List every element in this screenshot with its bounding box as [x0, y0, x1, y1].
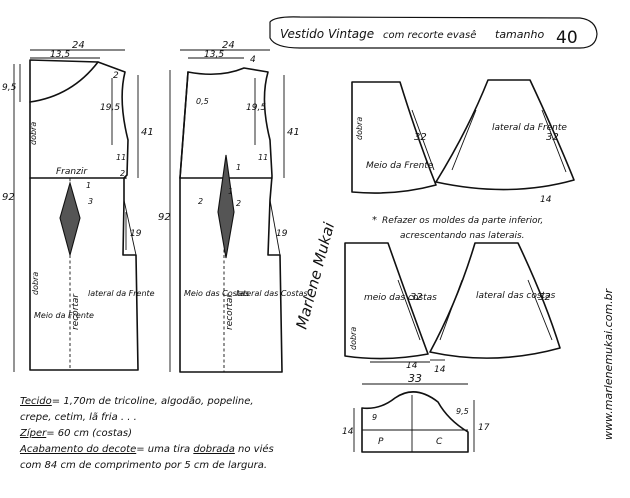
zipper-label: Zíper [19, 427, 47, 439]
skirt-front-meio: Meio da Frente [366, 161, 434, 171]
front-pattern: 24 13,5 2 9,5 19,5 41 11 2 19 92 dobra d… [2, 40, 155, 372]
pocket-label-left: P [378, 437, 384, 447]
finish-bold: dobrada [193, 444, 235, 455]
back-piece-meio: Meio das Costas [184, 289, 249, 298]
title-size-label: tamanho [495, 28, 544, 41]
skirt-back-meio: meio das costas [364, 293, 437, 303]
front-piece-lateral: lateral da Frente [88, 289, 155, 298]
front-dart-length: 19 [130, 229, 142, 239]
back-total-length: 92 [158, 212, 171, 223]
fabric-text: = 1,70m de tricoline, algodão, popeline, [52, 396, 254, 407]
back-pattern: 24 13,5 4 0,5 19,5 41 11 19 92 1 2 1 2 M… [158, 40, 308, 373]
title-size: 40 [556, 28, 578, 48]
skirt-front-hem: 14 [540, 195, 552, 205]
note: * Refazer os moldes da parte inferior, a… [372, 215, 543, 241]
back-shoulder-drop: 4 [250, 55, 256, 65]
skirt-back-lateral: lateral das costas [476, 291, 556, 301]
skirt-back-hem-right: 14 [434, 365, 446, 375]
front-fold-label-bottom: dobra [31, 272, 40, 295]
front-neck-width: 13,5 [50, 50, 70, 60]
back-piece-recortar: recortar [225, 293, 235, 330]
front-fold-label-top: dobra [29, 122, 38, 145]
title-main: Vestido Vintage [280, 27, 374, 41]
back-waist-length: 41 [287, 127, 300, 138]
back-piece-lateral: lateral das Costas [236, 289, 308, 298]
materials: Tecido= 1,70m de tricoline, algodão, pop… [19, 396, 274, 471]
front-extra-side2: 2 [120, 169, 125, 178]
title-block: Vestido Vintage com recorte evasê tamanh… [269, 16, 598, 49]
skirt-front-len-left: 32 [414, 132, 427, 143]
back-neck-depth: 0,5 [196, 97, 209, 106]
front-piece-recortar: recortar [71, 293, 81, 330]
front-extra-side: 11 [116, 153, 126, 162]
back-width-top: 24 [222, 40, 235, 51]
back-dart-num1: 1 [236, 163, 241, 172]
finish-label: Acabamento do decote [19, 444, 136, 455]
back-dart-length: 19 [276, 229, 288, 239]
skirt-front-fold: dobra [355, 117, 364, 140]
note-line1: Refazer os moldes da parte inferior, [382, 216, 543, 226]
back-extra-side: 11 [258, 153, 268, 162]
site-url: www.marlenemukai.com.br [602, 287, 615, 440]
pocket-h-right: 17 [478, 423, 490, 433]
skirt-back-len-right: 32 [538, 292, 551, 303]
fabric-label: Tecido [20, 396, 52, 407]
note-star: * [372, 215, 377, 226]
pocket-label-right: C [436, 437, 443, 447]
pocket-h-left: 14 [342, 427, 354, 437]
zipper-text: = 60 cm (costas) [46, 428, 132, 439]
back-dart-num4: 2 [236, 199, 241, 208]
materials-fabric: Tecido= 1,70m de tricoline, algodão, pop… [20, 396, 254, 407]
pocket-piece: 33 14 17 9 9,5 P C [342, 372, 490, 453]
skirt-front: dobra Meio da Frente lateral da Frente 3… [351, 79, 575, 194]
front-armhole-depth: 19,5 [100, 103, 120, 113]
front-piece-meio: Meio da Frente [34, 311, 94, 320]
materials-zipper: Zíper= 60 cm (costas) [19, 427, 132, 439]
finish-text: = uma tira [136, 444, 190, 455]
front-dart-num1: 1 [86, 181, 91, 190]
note-line2: acrescentando nas laterais. [400, 231, 525, 241]
skirt-back-hem-left: 14 [406, 361, 418, 371]
front-waist-length: 41 [141, 127, 154, 138]
front-width-top: 24 [72, 40, 85, 51]
skirt-back-len-left: 32 [410, 292, 423, 303]
back-dart-num2: 2 [198, 197, 203, 206]
skirt-back: dobra meio das costas lateral das costas… [344, 195, 561, 375]
back-dart-num3: 1 [228, 187, 233, 196]
skirt-front-lateral: lateral da Frente [492, 123, 567, 133]
skirt-front-len-right: 32 [546, 132, 559, 143]
back-armhole-depth: 19,5 [246, 103, 266, 113]
pocket-inner-b: 9,5 [456, 407, 469, 416]
skirt-back-fold: dobra [349, 327, 358, 350]
signature: Marlene Mukai [292, 220, 338, 331]
finish-text2: no viés [238, 443, 274, 455]
pocket-inner-a: 9 [372, 413, 377, 422]
front-total-length: 92 [2, 192, 15, 203]
front-shoulder-drop: 2 [113, 71, 119, 81]
materials-finish3: com 84 cm de comprimento por 5 cm de lar… [20, 460, 267, 471]
front-neck-depth: 9,5 [2, 83, 17, 93]
materials-finish: Acabamento do decote= uma tira dobrada n… [19, 443, 274, 455]
title-sub: com recorte evasê [383, 29, 476, 41]
front-dart-num2: 3 [88, 197, 93, 206]
front-gather-label: Franzir [56, 167, 88, 177]
pocket-width: 33 [408, 372, 422, 385]
back-neck-width: 13,5 [204, 50, 224, 60]
materials-fabric2: crepe, cetim, lã fria . . . [20, 412, 137, 423]
